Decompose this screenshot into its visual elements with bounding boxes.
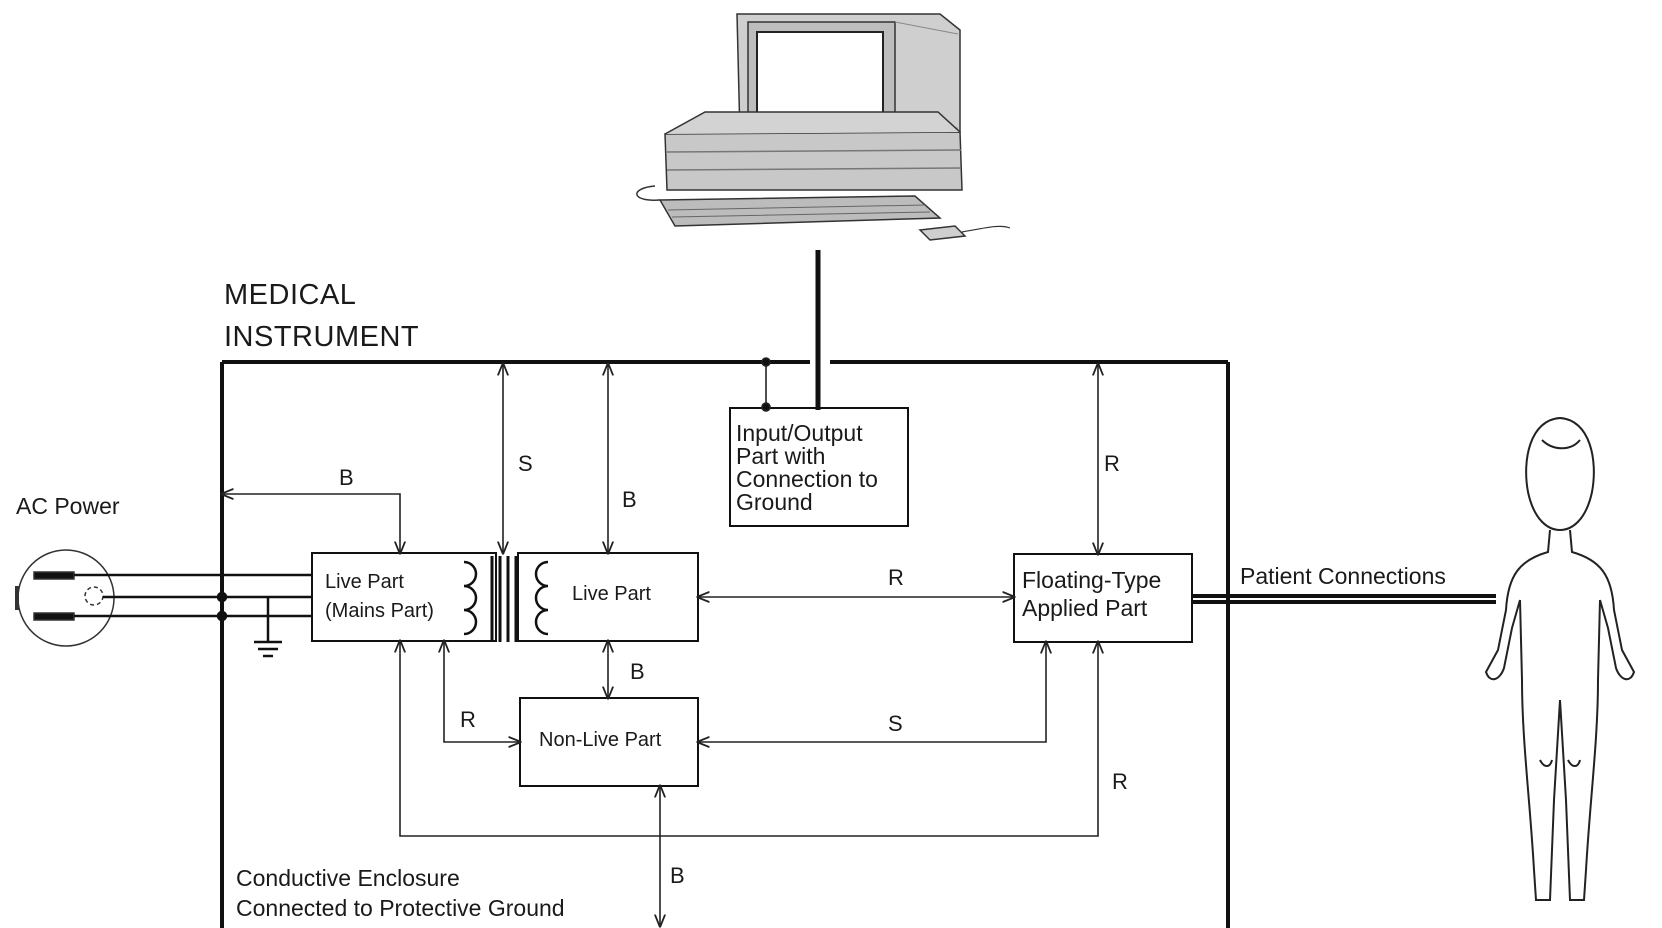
label-r-live-floating: R bbox=[888, 565, 904, 590]
label-r-mains-nonlive: R bbox=[460, 707, 476, 732]
io-part-label-line3: Connection to bbox=[736, 466, 878, 492]
io-part-label-line4: Ground bbox=[736, 489, 813, 515]
label-b-mains-enclosure: B bbox=[339, 465, 354, 490]
ac-power-label: AC Power bbox=[16, 493, 120, 519]
insulation-r-mains-nonlive bbox=[444, 641, 520, 742]
insulation-b-mains-enclosure bbox=[222, 494, 400, 553]
mains-wires bbox=[74, 573, 312, 640]
enclosure-label-line2: Connected to Protective Ground bbox=[236, 895, 565, 921]
instrument-title-line2: INSTRUMENT bbox=[224, 321, 420, 353]
patient-icon bbox=[1484, 416, 1636, 901]
label-b-bottom: B bbox=[670, 863, 685, 888]
enclosure bbox=[220, 360, 1230, 928]
label-r-floating-top: R bbox=[1104, 451, 1120, 476]
outlet-icon bbox=[15, 549, 115, 647]
mains-live-part-box bbox=[311, 552, 497, 642]
transformer-icon bbox=[463, 556, 549, 642]
label-r-floating-bottom: R bbox=[1112, 769, 1128, 794]
non-live-part-label: Non-Live Part bbox=[539, 729, 662, 751]
patient-leads bbox=[1192, 594, 1496, 604]
enclosure-label-line1: Conductive Enclosure bbox=[236, 865, 460, 891]
label-s-mains-live: S bbox=[518, 451, 533, 476]
io-part-label-line1: Input/Output bbox=[736, 420, 863, 446]
label-s-floating-nonlive: S bbox=[888, 711, 903, 736]
insulation-r-floating-bottom bbox=[400, 641, 1098, 837]
label-b-live-nonlive: B bbox=[630, 659, 645, 684]
computer-icon bbox=[636, 13, 1011, 241]
mains-part-label-line1: Live Part bbox=[325, 571, 404, 593]
live-part-label: Live Part bbox=[572, 583, 651, 605]
ground-icon bbox=[254, 640, 282, 658]
io-part-box bbox=[729, 407, 909, 527]
floating-part-label-line2: Applied Part bbox=[1022, 595, 1148, 621]
floating-part-label-line1: Floating-Type bbox=[1022, 567, 1162, 593]
patient-connections-label: Patient Connections bbox=[1240, 563, 1446, 589]
mains-part-label-line2: (Mains Part) bbox=[325, 600, 434, 622]
label-b-live-enclosure: B bbox=[622, 487, 637, 512]
io-part-label-line2: Part with bbox=[736, 443, 826, 469]
instrument-title-line1: MEDICAL bbox=[224, 279, 357, 311]
insulation-s-floating-nonlive bbox=[698, 642, 1046, 742]
